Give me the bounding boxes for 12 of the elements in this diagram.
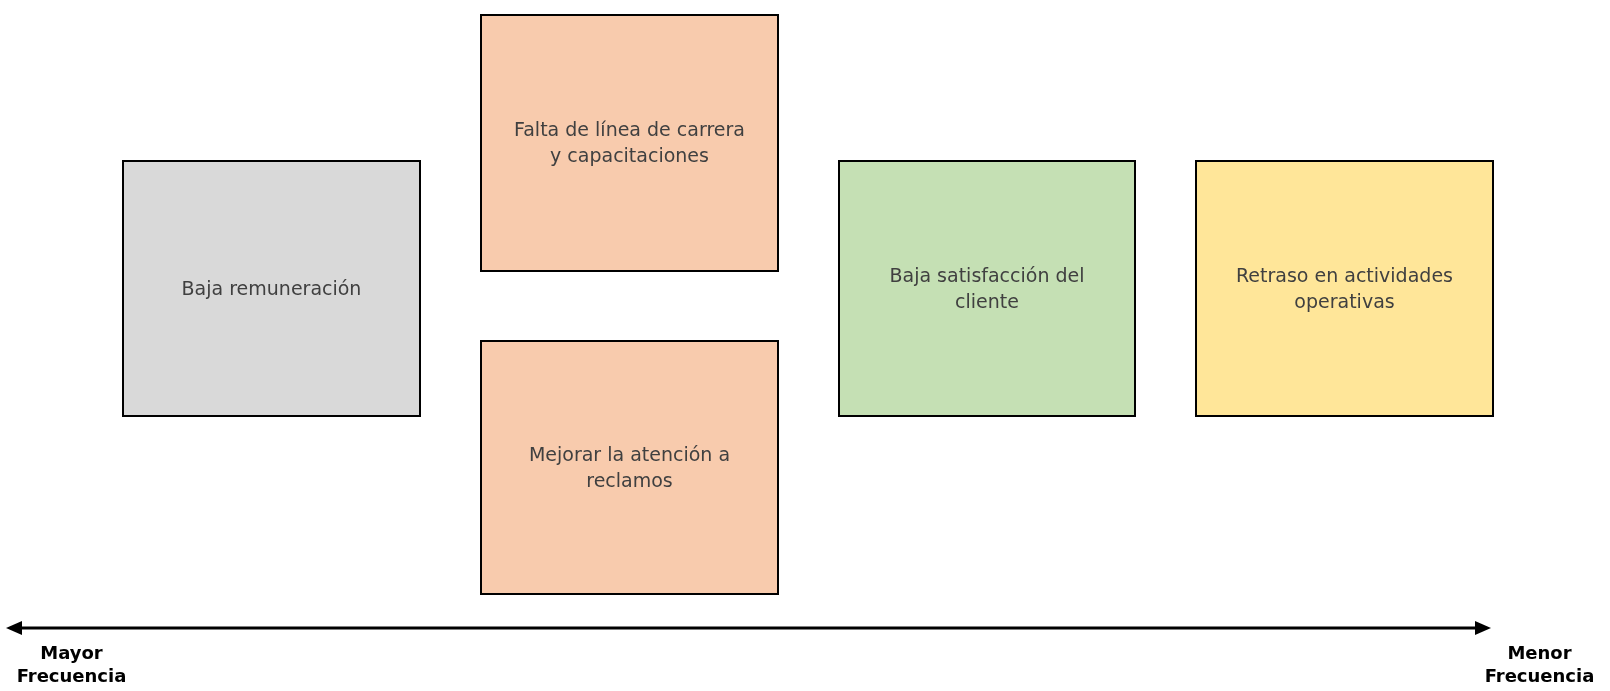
box-label: Baja satisfacción del cliente	[888, 262, 1086, 314]
process-box	[1195, 160, 1494, 417]
box-label: Baja remuneración	[180, 275, 363, 301]
process-box	[122, 160, 421, 417]
axis-label: Menor Frecuencia	[1483, 641, 1596, 688]
box-label: Retraso en actividades operativas	[1235, 262, 1454, 314]
process-box	[838, 160, 1136, 417]
axis-label: Mayor Frecuencia	[15, 641, 128, 688]
box-label: Falta de línea de carrera y capacitaciones	[513, 117, 746, 168]
process-box	[480, 340, 779, 595]
box-label: Mejorar la atención a reclamos	[527, 441, 732, 493]
process-box	[480, 14, 779, 272]
